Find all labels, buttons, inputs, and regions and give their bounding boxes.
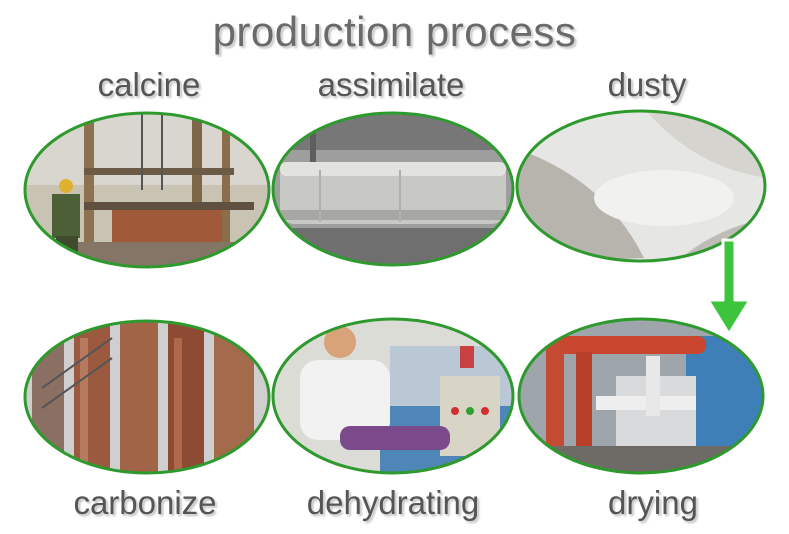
calcine-photo [23, 111, 271, 269]
down-arrow-icon [706, 238, 752, 336]
dehydrating-photo [271, 317, 515, 475]
carbonize-photo [23, 319, 271, 475]
step-label-carbonize: carbonize [73, 484, 217, 521]
page-title: production process [212, 8, 577, 55]
assimilate-photo [271, 111, 515, 267]
step-label-calcine: calcine [97, 66, 201, 103]
drying-photo [517, 317, 765, 475]
step-label-dehydrating: dehydrating [306, 484, 480, 521]
step-label-dusty: dusty [607, 66, 687, 103]
step-label-drying: drying [608, 484, 698, 521]
step-label-assimilate: assimilate [317, 66, 465, 103]
dusty-photo [515, 109, 767, 263]
